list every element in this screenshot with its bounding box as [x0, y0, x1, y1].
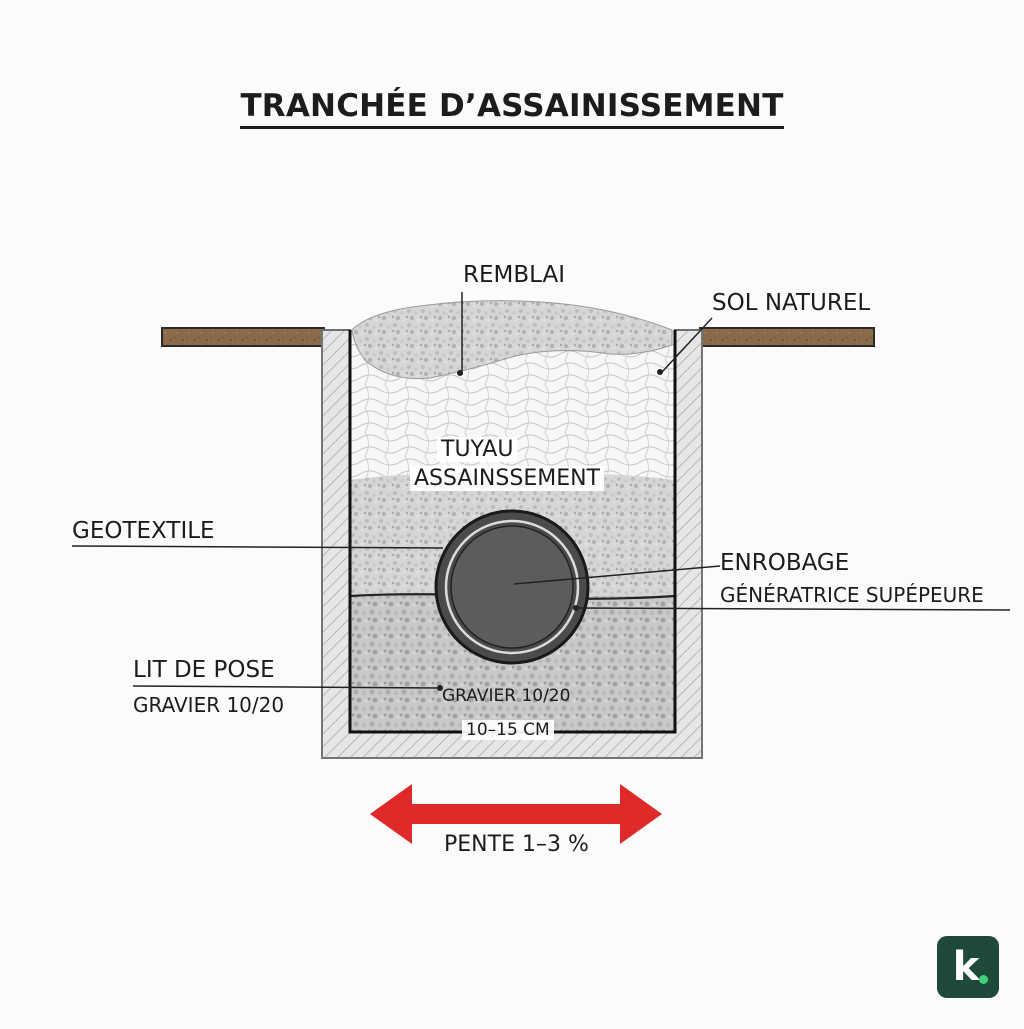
- label-remblai: REMBLAI: [463, 262, 565, 288]
- label-tuyau-line1: TUYAU: [437, 437, 518, 462]
- label-tuyau-line2: ASSAINSSEMENT: [410, 466, 604, 491]
- natural-soil-right: [699, 327, 875, 347]
- remblai-mound: [351, 300, 673, 380]
- logo-dot-icon: [979, 975, 988, 984]
- leader-lit-de-pose: [132, 685, 441, 689]
- label-enrobage: ENROBAGE: [720, 550, 850, 576]
- label-generatrice: GÉNÉRATRICE SUPÉPEURE: [720, 583, 984, 607]
- pente-arrow: [370, 784, 662, 844]
- label-gravier-left: GRAVIER 10/20: [133, 693, 285, 717]
- leader-sol-naturel-dot: [657, 369, 663, 375]
- natural-soil-left: [161, 327, 325, 347]
- label-geotextile: GEOTEXTILE: [72, 518, 215, 544]
- diagram-title: TRANCHÉE D’ASSAINISSEMENT: [0, 88, 1024, 129]
- pipe-ring: [444, 519, 580, 655]
- leader-sol-naturel: [661, 317, 713, 373]
- leader-generatrice: [575, 607, 1011, 611]
- brand-logo: k: [937, 936, 999, 998]
- label-epaisseur: 10–15 CM: [462, 720, 554, 740]
- label-gravier-inner: GRAVIER 10/20: [442, 686, 571, 706]
- label-sol-naturel: SOL NATUREL: [712, 290, 871, 316]
- leader-lit-de-pose-dot: [437, 685, 443, 691]
- pipe-inner: [450, 525, 574, 649]
- logo-letter: k: [952, 944, 980, 990]
- diagram-title-text: TRANCHÉE D’ASSAINISSEMENT: [240, 88, 784, 129]
- leader-remblai-dot: [457, 370, 463, 376]
- leader-generatrice-dot: [573, 605, 579, 611]
- leader-enrobage: [513, 565, 721, 585]
- label-pente: PENTE 1–3 %: [444, 832, 589, 857]
- trench-outer-outline: [321, 330, 703, 759]
- leader-geotextile: [71, 545, 444, 549]
- label-lit-de-pose: LIT DE POSE: [133, 657, 275, 683]
